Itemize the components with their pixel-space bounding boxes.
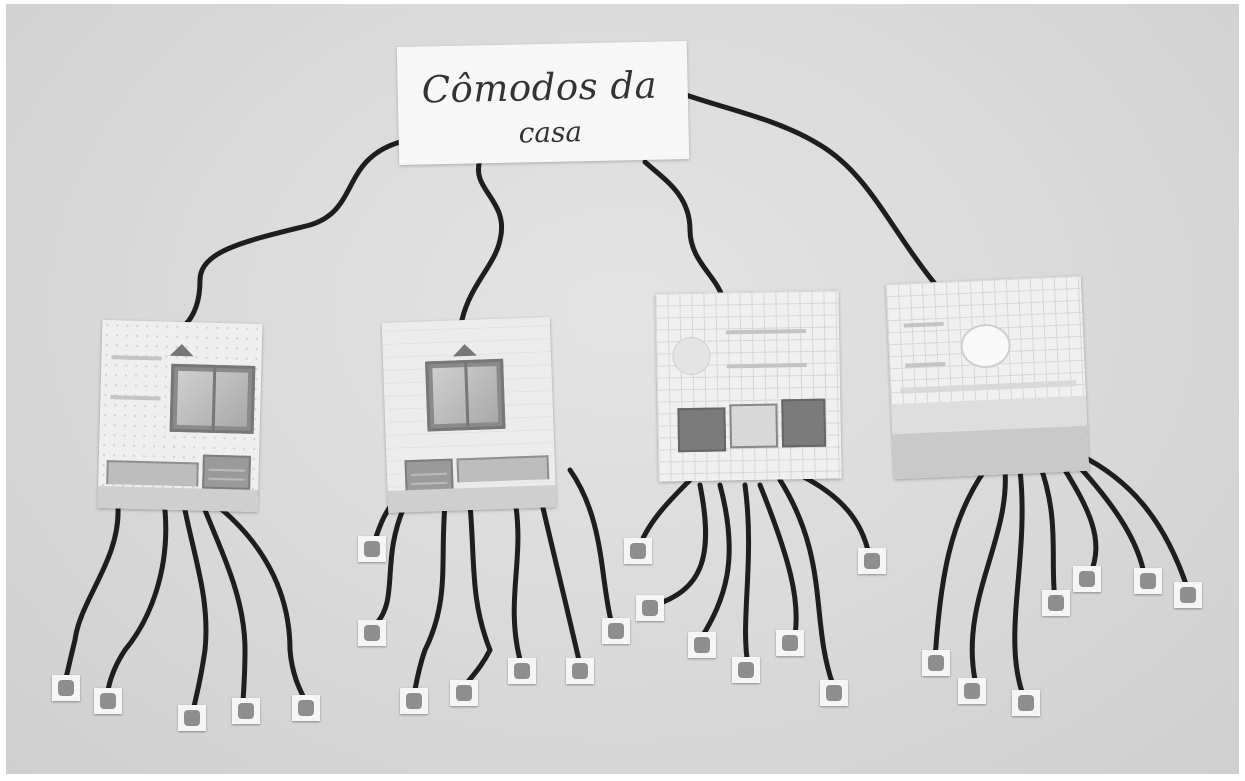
picture-tag <box>1012 690 1040 716</box>
window-icon <box>425 359 505 432</box>
yarn-title-to-room-2 <box>462 160 502 320</box>
yarn-room4-f <box>1075 462 1145 580</box>
object-icon <box>58 680 74 696</box>
object-icon <box>1180 587 1196 603</box>
yarn-room1-a <box>66 508 118 678</box>
object-icon <box>608 623 624 639</box>
tile-wall <box>655 290 841 481</box>
picture-tag <box>602 618 630 644</box>
ceiling-lamp-icon <box>170 344 194 357</box>
cabinet-icon <box>781 399 826 448</box>
picture-tag <box>776 630 804 656</box>
object-icon <box>364 541 380 557</box>
object-icon <box>630 543 646 559</box>
object-icon <box>456 685 472 701</box>
object-icon <box>572 663 588 679</box>
floor <box>98 486 259 512</box>
picture-tag <box>1134 568 1162 594</box>
picture-tag <box>566 658 594 684</box>
yarn-title-to-room-1 <box>185 142 400 325</box>
yarn-room2-f <box>540 495 580 665</box>
yarn-room2-g <box>570 470 612 625</box>
yarn-room4-a <box>935 470 985 660</box>
yarn-title-to-room-4 <box>686 95 940 290</box>
cabinet-icon <box>677 407 726 452</box>
object-icon <box>514 663 530 679</box>
yarn-room3-d <box>745 485 749 665</box>
dresser-icon <box>202 455 251 490</box>
yarn-room1-c <box>185 510 206 712</box>
yarn-room3-e <box>760 485 796 635</box>
picture-tag <box>232 698 260 724</box>
picture-tag <box>958 678 986 704</box>
yarn-title-to-room-3 <box>645 162 722 296</box>
title-line-2: casa <box>518 115 582 149</box>
object-icon <box>406 693 422 709</box>
picture-tag <box>820 680 848 706</box>
picture-tag <box>636 595 664 621</box>
picture-tag <box>358 536 386 562</box>
picture-tag <box>1042 590 1070 616</box>
object-icon <box>964 683 980 699</box>
room-card-bathroom <box>886 276 1089 479</box>
bed-icon <box>106 460 199 486</box>
object-icon <box>928 655 944 671</box>
picture-tag <box>922 650 950 676</box>
picture-tag <box>94 688 122 714</box>
picture-tag <box>450 680 478 706</box>
picture-tag <box>858 548 886 574</box>
room-card-kitchen <box>655 290 841 481</box>
object-icon <box>864 553 880 569</box>
object-icon <box>184 710 200 726</box>
picture-tag <box>178 705 206 731</box>
yarn-room2-c <box>414 505 445 695</box>
picture-tag <box>624 538 652 564</box>
yarn-room1-e <box>220 508 305 700</box>
object-icon <box>738 662 754 678</box>
yarn-room4-c <box>1015 470 1025 700</box>
ceiling-lamp-icon <box>453 344 477 357</box>
window-icon <box>170 364 256 434</box>
picture-tag <box>292 695 320 721</box>
object-icon <box>238 703 254 719</box>
room-card-bedroom-2 <box>382 317 557 513</box>
yarn-room2-d <box>462 505 490 690</box>
object-icon <box>642 600 658 616</box>
picture-tag <box>688 632 716 658</box>
picture-tag <box>508 658 536 684</box>
yarn-room2-e <box>514 500 520 660</box>
object-icon <box>298 700 314 716</box>
yarn-room3-a <box>640 480 690 545</box>
picture-tag <box>1073 566 1101 592</box>
object-icon <box>1018 695 1034 711</box>
object-icon <box>826 685 842 701</box>
object-icon <box>100 693 116 709</box>
stove-icon <box>729 403 778 448</box>
title-card: Cômodos da casa <box>397 41 689 165</box>
yarn-room4-d <box>1040 465 1055 600</box>
floor <box>892 426 1089 479</box>
yarn-room1-d <box>205 510 245 705</box>
title-line-1: Cômodos da <box>421 64 657 112</box>
object-icon <box>1079 571 1095 587</box>
bed-icon <box>457 455 550 482</box>
object-icon <box>694 637 710 653</box>
picture-tag <box>732 657 760 683</box>
picture-tag <box>1174 582 1202 608</box>
room-card-bedroom <box>98 320 263 512</box>
picture-tag <box>400 688 428 714</box>
yarn-room3-b <box>655 485 706 605</box>
object-icon <box>782 635 798 651</box>
object-icon <box>364 625 380 641</box>
object-icon <box>1140 573 1156 589</box>
picture-tag <box>358 620 386 646</box>
yarn-room4-b <box>972 470 1005 680</box>
picture-tag <box>52 675 80 701</box>
object-icon <box>1048 595 1064 611</box>
